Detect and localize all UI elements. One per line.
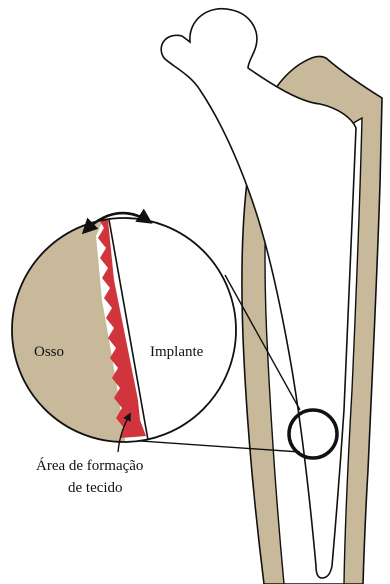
bone-label: Osso bbox=[34, 344, 64, 360]
tissue-label-line1: Área de formação bbox=[36, 457, 143, 474]
tissue-label-line2: de tecido bbox=[68, 480, 123, 496]
implant-label: Implante bbox=[150, 344, 204, 360]
magnified-view bbox=[0, 200, 260, 460]
